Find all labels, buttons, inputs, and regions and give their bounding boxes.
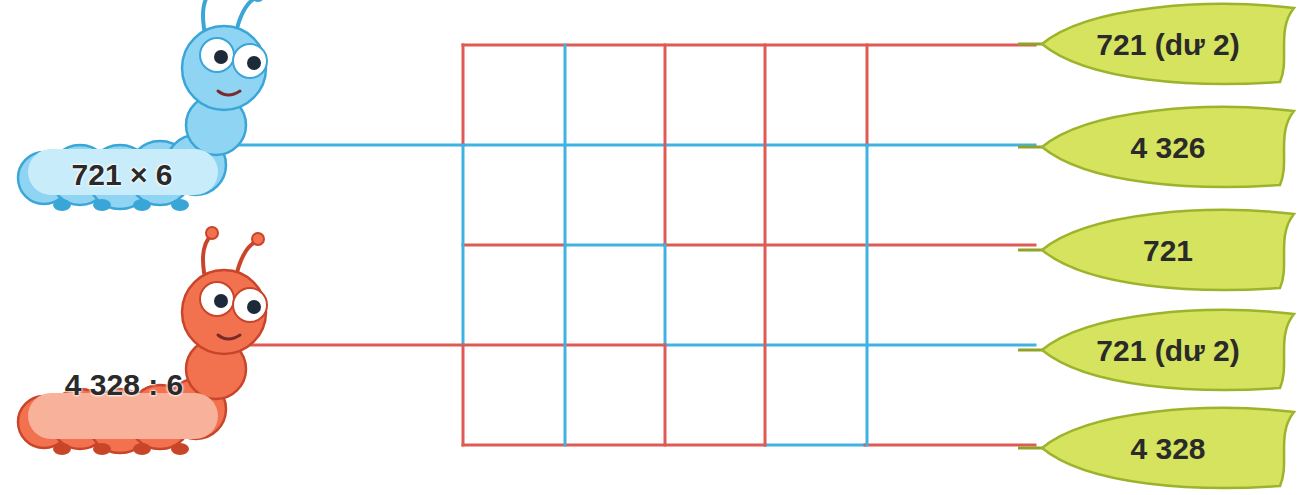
maze-line bbox=[664, 345, 667, 445]
foot bbox=[171, 199, 189, 211]
foot bbox=[133, 443, 151, 455]
caterpillar: 4 328 : 6 bbox=[12, 232, 267, 462]
maze-line bbox=[230, 144, 1035, 147]
maze-line bbox=[765, 444, 865, 447]
expression-label: 721 × 6 bbox=[72, 158, 173, 191]
foot bbox=[53, 199, 71, 211]
pupil bbox=[247, 56, 261, 70]
maze-line bbox=[462, 345, 465, 445]
eye bbox=[233, 44, 267, 78]
head bbox=[182, 270, 266, 354]
answer-label: 721 (dư 2) bbox=[1096, 334, 1239, 367]
eye bbox=[200, 38, 234, 72]
antenna-tip bbox=[252, 0, 264, 1]
maze-line bbox=[564, 45, 567, 445]
leaf-answer: 4 326 bbox=[1018, 105, 1298, 189]
maze-line bbox=[664, 45, 667, 245]
leaf-shape bbox=[1042, 408, 1294, 488]
maze-line bbox=[462, 45, 465, 145]
maze-line bbox=[463, 44, 1035, 47]
maze-line bbox=[764, 45, 767, 445]
maze-line bbox=[664, 245, 667, 345]
maze-line bbox=[240, 344, 665, 347]
mouth bbox=[218, 335, 240, 339]
pupil bbox=[247, 300, 261, 314]
maze-line bbox=[462, 145, 465, 345]
belly bbox=[28, 149, 218, 195]
answer-label: 721 bbox=[1143, 234, 1193, 267]
foot bbox=[53, 443, 71, 455]
foot bbox=[133, 199, 151, 211]
caterpillar: 721 × 6 bbox=[12, 8, 267, 218]
leaf-shape bbox=[1042, 310, 1294, 390]
maze-line bbox=[865, 444, 1035, 447]
maze-line bbox=[463, 444, 765, 447]
pupil bbox=[214, 294, 228, 308]
antenna-tip bbox=[252, 233, 264, 245]
eye bbox=[233, 288, 267, 322]
leaf-shape bbox=[1042, 107, 1294, 187]
leaf-shape bbox=[1042, 4, 1294, 84]
answer-label: 721 (dư 2) bbox=[1096, 28, 1239, 61]
maze-line bbox=[565, 244, 665, 247]
foot bbox=[93, 199, 111, 211]
answer-label: 4 326 bbox=[1130, 131, 1205, 164]
head bbox=[182, 26, 266, 110]
leaf-answer: 721 (dư 2) bbox=[1018, 2, 1298, 86]
leaf-shape bbox=[1042, 210, 1294, 290]
caterpillar-drawing bbox=[12, 232, 267, 462]
maze-line bbox=[866, 45, 869, 145]
foot bbox=[171, 443, 189, 455]
answer-label: 4 328 bbox=[1130, 432, 1205, 465]
eye bbox=[200, 282, 234, 316]
maze-line bbox=[665, 344, 1035, 347]
mouth bbox=[218, 91, 240, 95]
pupil bbox=[214, 50, 228, 64]
maze-line bbox=[665, 244, 1035, 247]
leaf-answer: 4 328 bbox=[1018, 406, 1298, 490]
maze-line bbox=[866, 145, 869, 445]
foot bbox=[93, 443, 111, 455]
antenna-tip bbox=[206, 227, 218, 239]
leaf-answer: 721 bbox=[1018, 208, 1298, 292]
leaf-answer: 721 (dư 2) bbox=[1018, 308, 1298, 392]
maze-line bbox=[463, 244, 565, 247]
expression-label: 4 328 : 6 bbox=[65, 368, 183, 401]
